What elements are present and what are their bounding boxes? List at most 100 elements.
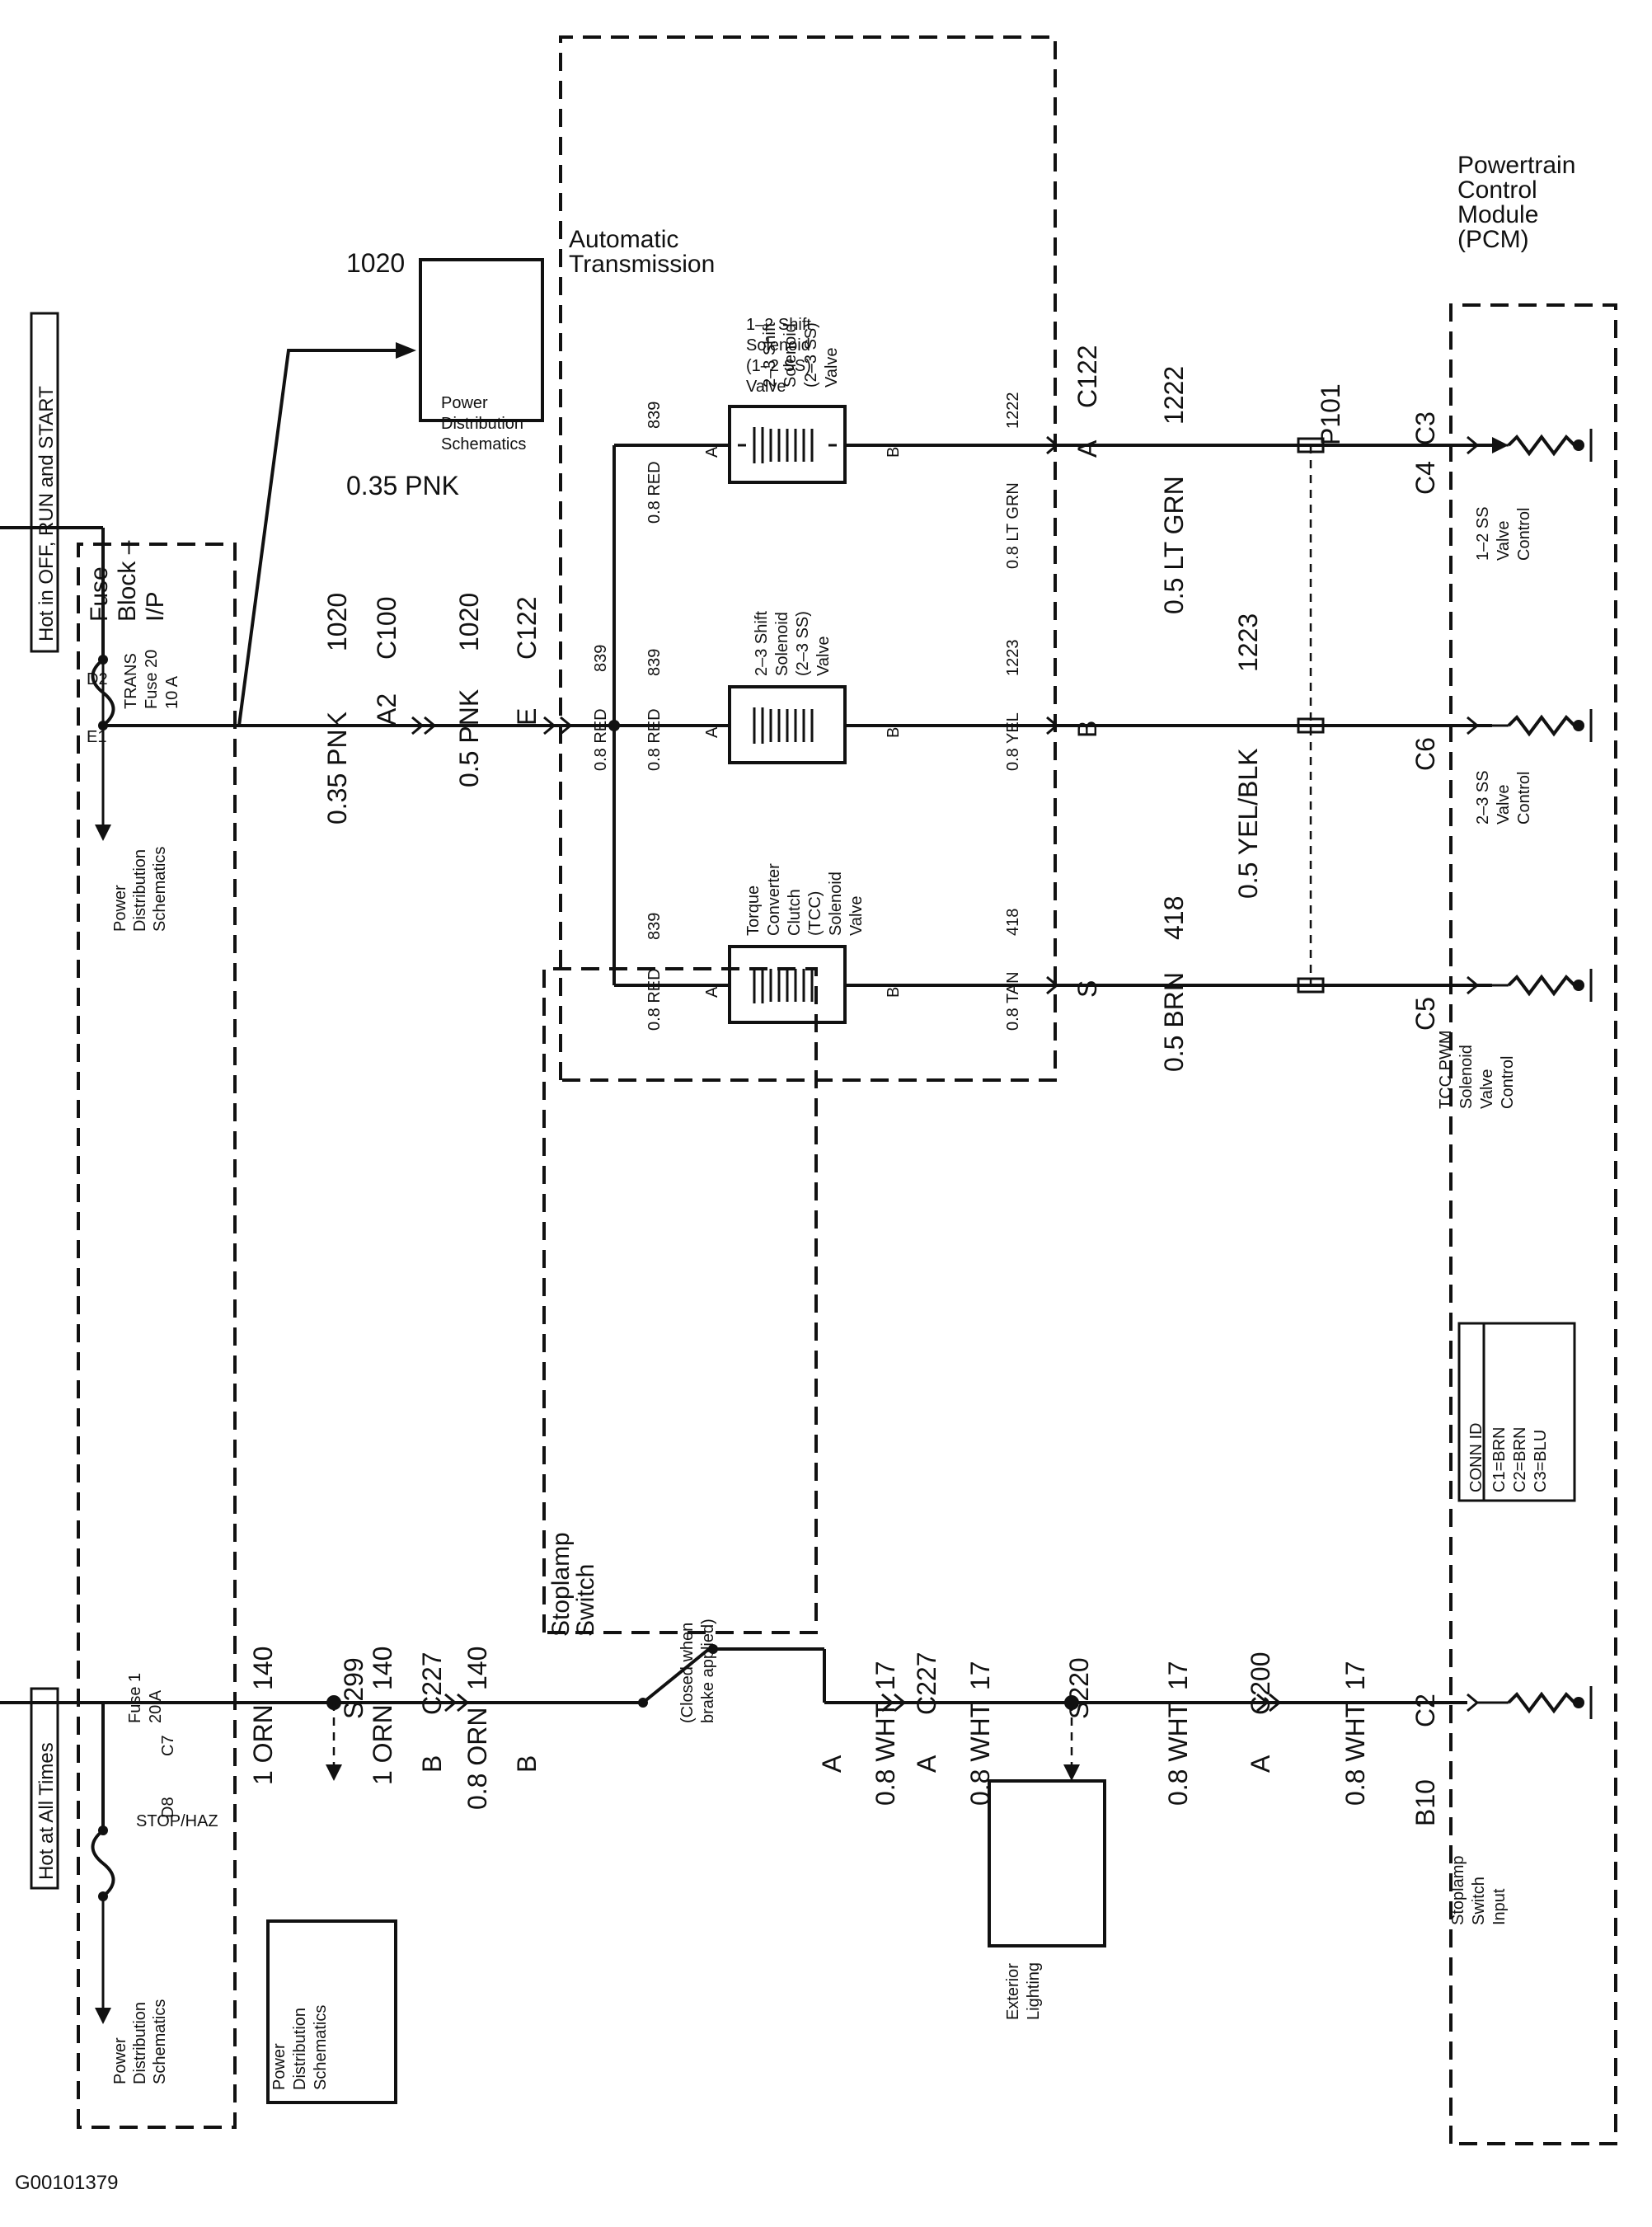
label-839-bus: 839 xyxy=(592,645,610,672)
svg-text:418: 418 xyxy=(1159,896,1189,940)
solenoid-2-3-ss xyxy=(728,685,847,764)
pcm-input-2-3ss xyxy=(1467,709,1593,742)
pcm-caption-1-2ss: 1–2 SS Valve Control xyxy=(1474,506,1533,561)
svg-text:839: 839 xyxy=(645,913,664,940)
svg-text:Solenoid: Solenoid xyxy=(827,872,845,936)
label-c1020-b: 1020 xyxy=(454,593,484,651)
svg-text:B: B xyxy=(885,987,903,998)
pcm-input-tcc xyxy=(1467,969,1593,1002)
svg-text:839: 839 xyxy=(645,402,664,429)
label-a2: A2 xyxy=(372,693,401,726)
svg-text:Stoplamp: Stoplamp xyxy=(1449,1856,1467,1926)
arrow-pds-upper xyxy=(95,825,111,841)
svg-text:Lighting: Lighting xyxy=(1025,1962,1043,2020)
svg-text:2–3 Shift: 2–3 Shift xyxy=(753,611,771,676)
pds-box-top xyxy=(419,258,544,422)
svg-text:(2–3 SS): (2–3 SS) xyxy=(794,611,812,676)
svg-text:Valve: Valve xyxy=(1495,784,1513,825)
svg-text:Converter: Converter xyxy=(765,863,783,936)
label-s220: S220 xyxy=(1064,1657,1094,1719)
figure-id: G00101379 xyxy=(15,2172,118,2194)
svg-text:Exterior: Exterior xyxy=(1004,1963,1022,2020)
svg-text:A: A xyxy=(817,1755,847,1773)
svg-text:Solenoid: Solenoid xyxy=(773,612,791,676)
svg-text:C3=BLU: C3=BLU xyxy=(1532,1430,1550,1492)
svg-text:A: A xyxy=(1246,1755,1275,1773)
label-s299: S299 xyxy=(339,1657,368,1719)
svg-text:Power: Power xyxy=(111,885,129,932)
exterior-lighting-label: Exterior Lighting xyxy=(1004,1962,1043,2020)
svg-text:C5: C5 xyxy=(1410,997,1440,1031)
svg-text:Schematics: Schematics xyxy=(312,2005,330,2090)
svg-text:1223: 1223 xyxy=(1233,613,1263,672)
svg-text:C4: C4 xyxy=(1410,461,1440,495)
svg-text:A: A xyxy=(1072,439,1102,458)
pds-box-bottom-label: Power Distribution Schematics xyxy=(270,2005,330,2090)
svg-text:0.8 TAN: 0.8 TAN xyxy=(1004,971,1022,1031)
svg-text:Module: Module xyxy=(1457,201,1538,228)
svg-text:17: 17 xyxy=(1163,1661,1193,1690)
svg-text:10 A: 10 A xyxy=(163,675,181,709)
hot-at-all-times-label-box xyxy=(30,1687,59,1890)
fuse-stop-haz-icon xyxy=(91,1829,115,1898)
svg-text:TRANS: TRANS xyxy=(122,653,140,709)
exterior-lighting-box xyxy=(988,1779,1106,1947)
label-wire-1orn: 1 ORN xyxy=(248,1704,278,1785)
svg-text:418: 418 xyxy=(1004,909,1022,936)
svg-text:D8: D8 xyxy=(159,1797,177,1818)
svg-text:Power: Power xyxy=(441,394,488,412)
svg-text:Control: Control xyxy=(1515,772,1533,825)
hot-off-run-start-label: Hot in OFF, RUN and START xyxy=(35,386,58,641)
svg-text:Automatic: Automatic xyxy=(569,226,678,253)
svg-text:C2=BRN: C2=BRN xyxy=(1511,1427,1529,1492)
label-c100: C100 xyxy=(372,597,401,660)
svg-text:17: 17 xyxy=(1340,1661,1370,1690)
conn-id-title: CONN ID xyxy=(1467,1423,1485,1492)
pds-box-top-label: Power Distribution Schematics xyxy=(441,394,526,453)
svg-text:Solenoid: Solenoid xyxy=(746,336,810,355)
svg-text:C200: C200 xyxy=(1246,1652,1275,1716)
connector-c122-b xyxy=(1046,716,1059,735)
svg-text:Power: Power xyxy=(270,2043,289,2090)
svg-text:STOP/HAZ: STOP/HAZ xyxy=(136,1812,218,1830)
svg-text:B: B xyxy=(512,1755,542,1773)
svg-text:(Closed when: (Closed when xyxy=(678,1623,697,1723)
svg-text:1222: 1222 xyxy=(1159,366,1189,425)
label-e: E xyxy=(512,708,542,726)
svg-text:Control: Control xyxy=(1515,508,1533,561)
arrow-to-pds-top xyxy=(396,342,416,359)
svg-text:140: 140 xyxy=(368,1647,397,1690)
automatic-transmission-outline xyxy=(559,35,1057,1082)
svg-text:0.8 RED: 0.8 RED xyxy=(645,968,664,1031)
svg-text:Schematics: Schematics xyxy=(151,1999,169,2084)
svg-text:D2: D2 xyxy=(87,670,108,688)
svg-text:2–3 SS: 2–3 SS xyxy=(1474,770,1492,825)
stop-haz-fuse-label: STOP/HAZ xyxy=(136,1812,218,1830)
svg-text:Distribution: Distribution xyxy=(131,2002,149,2084)
svg-text:1222: 1222 xyxy=(1004,392,1022,430)
label-c1020-a: 1020 xyxy=(322,593,352,651)
fuse-block-label: Fuse Block – I/P xyxy=(86,540,169,622)
connector-c227-b xyxy=(444,1693,470,1713)
p101-clip-1 xyxy=(1297,437,1325,453)
svg-text:brake applied): brake applied) xyxy=(699,1619,717,1723)
label-wire-035pnk-branch: 0.35 PNK xyxy=(346,471,459,500)
svg-text:Transmission: Transmission xyxy=(569,251,715,278)
svg-text:(2–3 SS): (2–3 SS) xyxy=(802,322,820,388)
label-wire-08orn: 0.8 ORN xyxy=(462,1708,492,1810)
svg-text:Fuse: Fuse xyxy=(86,566,113,622)
svg-text:2–3 Shift: 2–3 Shift xyxy=(761,322,779,388)
fuse-trans-icon xyxy=(91,658,115,727)
label-wire-05pnk: 0.5 PNK xyxy=(454,689,484,787)
svg-text:Control: Control xyxy=(1499,1056,1517,1109)
solenoid-tcc-caption: Torque Converter Clutch (TCC) Solenoid V… xyxy=(744,863,866,936)
svg-text:140: 140 xyxy=(248,1647,278,1690)
svg-text:TCC PWM: TCC PWM xyxy=(1437,1030,1455,1109)
svg-text:Valve: Valve xyxy=(746,378,786,396)
svg-text:Fuse 20: Fuse 20 xyxy=(143,650,161,709)
pds-label-lower: Power Distribution Schematics xyxy=(111,1999,169,2084)
svg-text:A: A xyxy=(703,986,721,998)
svg-text:Powertrain: Powertrain xyxy=(1457,152,1575,179)
pcm-input-1-2ss xyxy=(1467,429,1593,462)
svg-text:E1: E1 xyxy=(87,728,106,746)
